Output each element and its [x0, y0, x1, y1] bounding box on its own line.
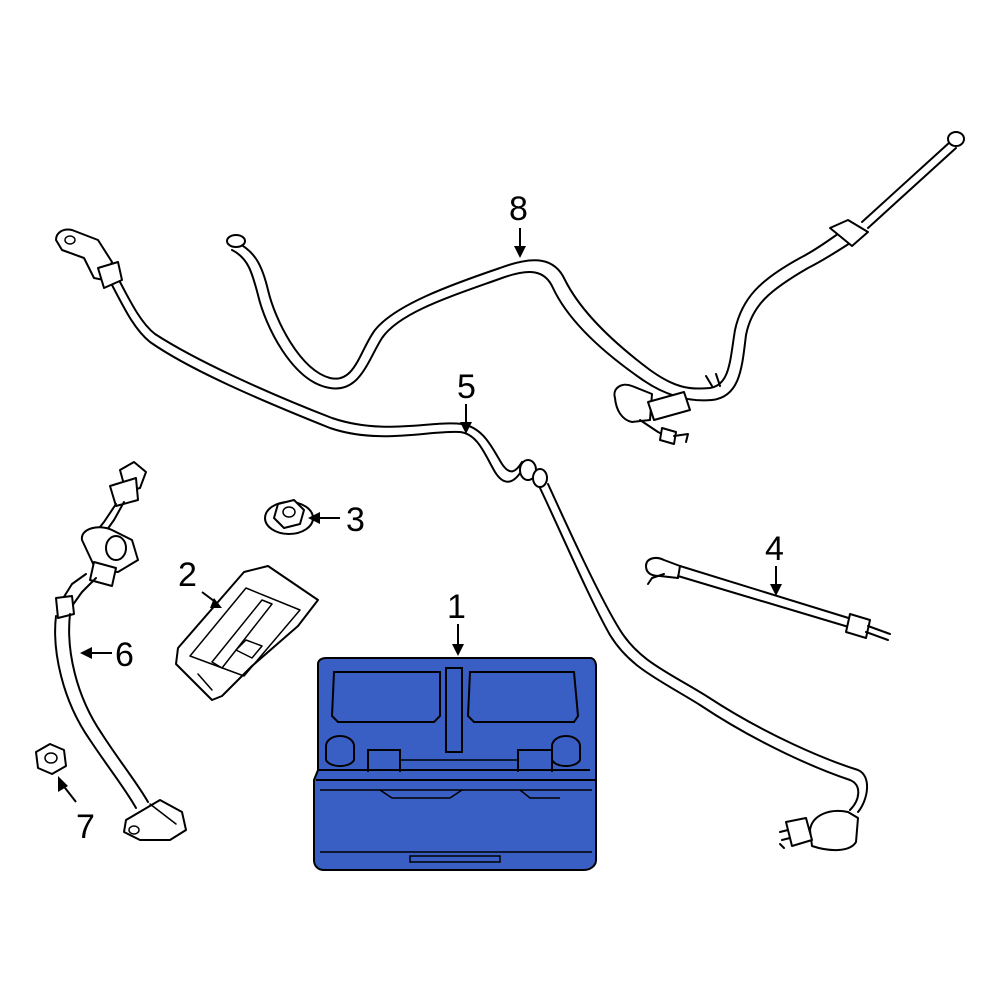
ring-terminal-icon [226, 234, 246, 248]
callout-4: 4 [765, 530, 784, 568]
callout-7: 7 [76, 808, 95, 846]
part-2-bracket[interactable] [175, 565, 319, 701]
callout-8: 8 [509, 190, 528, 228]
callout-5: 5 [457, 368, 476, 406]
part-3-nut[interactable] [264, 499, 314, 535]
callout-3: 3 [346, 501, 365, 539]
callout-2: 2 [178, 556, 197, 594]
cable-8[interactable] [226, 131, 965, 445]
part-7-nut[interactable] [35, 743, 67, 775]
part-1-battery[interactable] [313, 657, 597, 871]
cable-5[interactable] [55, 228, 868, 852]
callout-1: 1 [447, 588, 466, 626]
callout-arrows [58, 228, 782, 803]
ring-terminal-icon [947, 131, 965, 147]
callout-6: 6 [115, 636, 134, 674]
part-4-lead[interactable] [645, 557, 891, 641]
part-6-cable[interactable] [54, 461, 187, 841]
